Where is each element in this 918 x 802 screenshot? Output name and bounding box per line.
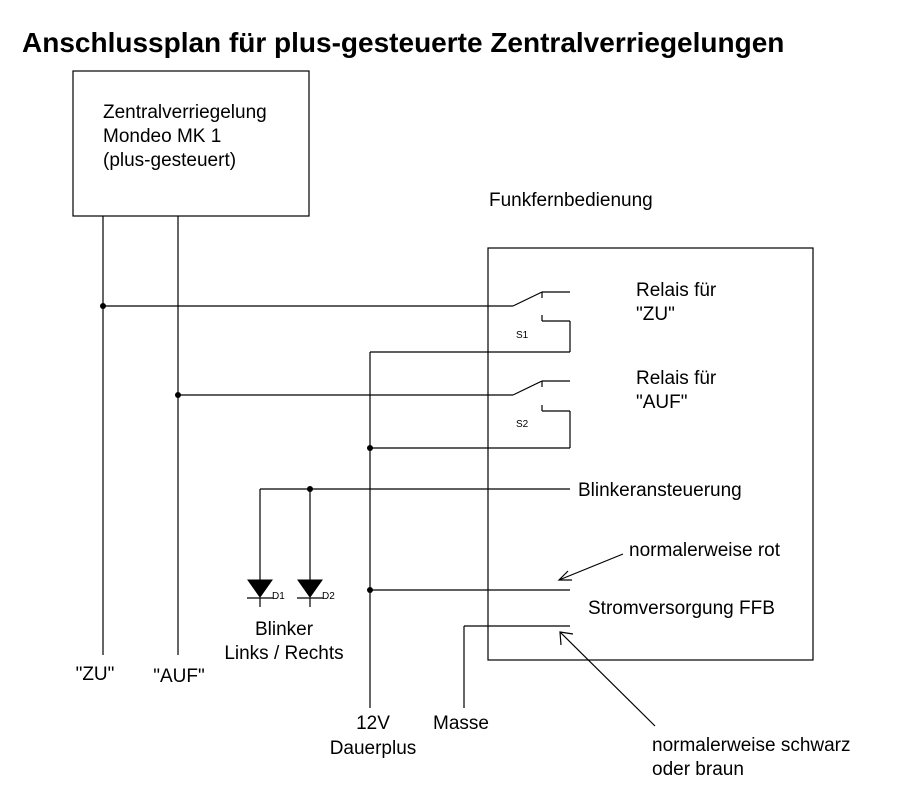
junction-dot xyxy=(367,587,373,593)
relay-s2 xyxy=(178,380,571,449)
terminal-zu: "ZU" xyxy=(76,664,115,685)
terminal-12v: 12V xyxy=(356,713,390,734)
relay-s2-label: S2 xyxy=(516,419,529,430)
central-locking-box xyxy=(72,70,310,217)
diode-d2-label: D2 xyxy=(322,591,335,602)
arrow-black-note xyxy=(559,631,656,727)
note-black-line2: oder braun xyxy=(652,759,744,780)
central-locking-label-line2: Mondeo MK 1 xyxy=(103,126,221,147)
junction-dot xyxy=(307,486,313,492)
junction-dot xyxy=(175,392,181,398)
note-red: normalerweise rot xyxy=(629,540,781,561)
wire-ground xyxy=(463,625,570,708)
diode-d2 xyxy=(297,579,323,607)
diode-d2-symbol xyxy=(297,579,323,598)
relay-s1 xyxy=(103,291,571,353)
note-black-line1: normalerweise schwarz xyxy=(652,735,851,756)
relay-s1-label: S1 xyxy=(516,330,529,341)
junction-dot xyxy=(367,445,373,451)
arrow-red-note xyxy=(557,553,624,581)
central-locking-label-line1: Zentralverriegelung xyxy=(103,102,267,123)
relay-auf-label-line1: Relais für xyxy=(636,368,717,389)
diode-d1 xyxy=(247,579,273,607)
diodes-label-line1: Blinker xyxy=(255,619,314,640)
terminal-12v-line2: Dauerplus xyxy=(330,738,417,759)
switch-arm-s1 xyxy=(512,291,543,307)
blinker-control-label: Blinkeransteuerung xyxy=(578,480,742,501)
page-title: Anschlussplan für plus-gesteuerte Zentra… xyxy=(22,27,784,58)
terminal-ground: Masse xyxy=(433,713,489,734)
central-locking-label-line3: (plus-gesteuert) xyxy=(103,150,236,171)
remote-control-label: Funkfernbedienung xyxy=(489,190,653,211)
relay-auf-label-line2: "AUF" xyxy=(636,392,688,413)
arrow-head-icon xyxy=(557,570,572,581)
diode-d1-symbol xyxy=(247,579,273,598)
junction-dot xyxy=(100,303,106,309)
terminal-auf: "AUF" xyxy=(153,666,205,687)
diodes-label-line2: Links / Rechts xyxy=(224,643,343,664)
diode-d1-label: D1 xyxy=(272,591,285,602)
power-supply-label: Stromversorgung FFB xyxy=(588,598,775,619)
relay-zu-label-line2: "ZU" xyxy=(636,304,675,325)
relay-zu-label-line1: Relais für xyxy=(636,280,717,301)
switch-arm-s2 xyxy=(512,380,543,396)
arrow-head-icon xyxy=(559,631,574,646)
